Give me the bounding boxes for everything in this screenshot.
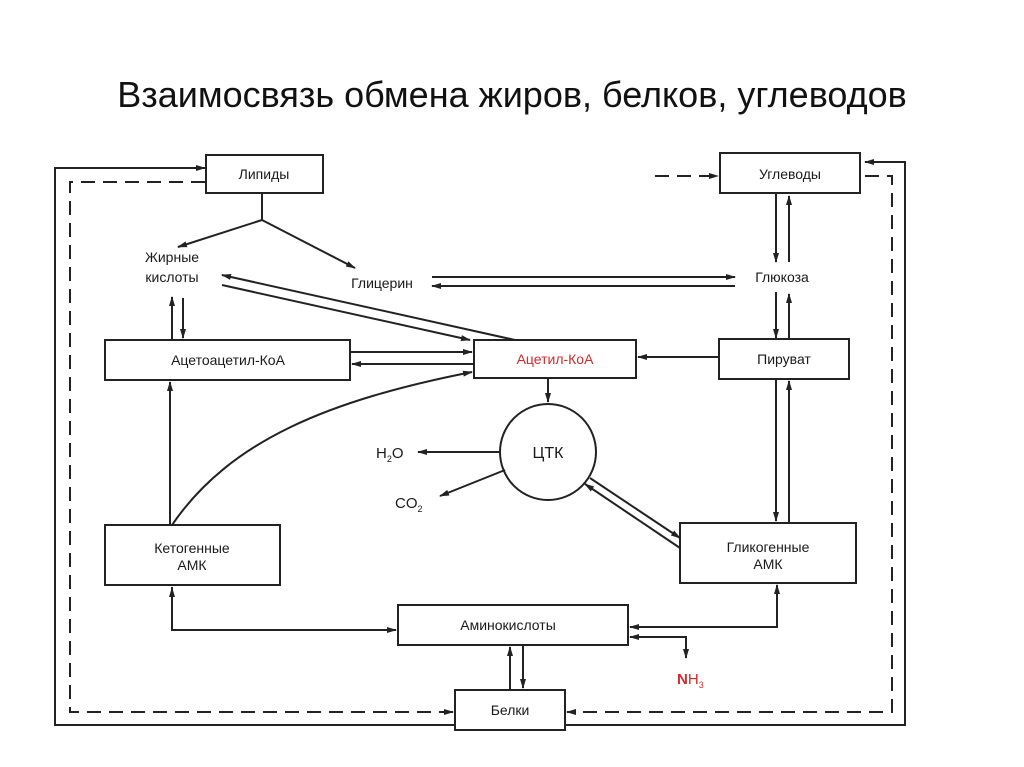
arrow-glucogenic-to-tca — [584, 483, 681, 549]
node-carbs — [719, 152, 861, 194]
arrow-tca-to-co2 — [439, 469, 506, 497]
arrow-amino-to-nh3 — [630, 636, 689, 659]
arrow-amino-ketogenic — [171, 587, 397, 633]
label-lipids: Липиды — [239, 166, 290, 182]
lipids-split-arrows — [177, 193, 356, 269]
label-ketogenic-line2: АМК — [177, 557, 207, 573]
arrow-acetyl-to-fatty — [221, 274, 516, 341]
node-glucogenic-amk — [679, 522, 857, 584]
node-proteins — [454, 689, 566, 731]
page-title: Взаимосвязь обмена жиров, белков, углево… — [117, 74, 907, 115]
node-acetoacetyl-coa — [104, 339, 351, 381]
label-h2o: H2O — [376, 445, 404, 464]
node-acetyl-coa — [473, 339, 637, 379]
outer-solid-loop — [54, 159, 906, 726]
label-glucose: Глюкоза — [755, 269, 809, 285]
label-glucogenic-line2: АМК — [753, 556, 783, 572]
node-ketogenic-amk — [104, 524, 281, 586]
arrow-fatty-to-acetyl — [221, 284, 471, 341]
label-fatty-acids-line1: Жирные — [145, 249, 199, 265]
label-nh3: NH3 — [677, 671, 704, 690]
label-fatty-acids-line2: кислоты — [145, 269, 198, 285]
label-acetoacetyl-coa: Ацетоацетил-КоА — [171, 352, 286, 368]
label-ketogenic-line1: Кетогенные — [154, 540, 230, 556]
arrow-amino-glucogenic — [630, 584, 780, 628]
label-amino-acids: Аминокислоты — [460, 617, 556, 633]
arrow-tca-to-glucogenic — [589, 477, 681, 539]
label-carbs: Углеводы — [759, 166, 821, 182]
node-lipids — [205, 154, 324, 194]
label-glucogenic-line1: Гликогенные — [727, 539, 810, 555]
label-pyruvate: Пируват — [757, 351, 811, 367]
node-amino-acids — [397, 604, 629, 646]
arrow-ketogenic-to-acetyl — [171, 370, 473, 526]
outer-dashed-loop — [69, 173, 893, 715]
label-tca: ЦТК — [533, 445, 565, 462]
node-pyruvate — [718, 338, 850, 380]
label-proteins: Белки — [491, 702, 530, 718]
label-glycerol: Глицерин — [351, 275, 413, 291]
label-acetyl-coa: Ацетил-КоА — [517, 351, 595, 367]
label-co2: CO2 — [395, 495, 423, 514]
